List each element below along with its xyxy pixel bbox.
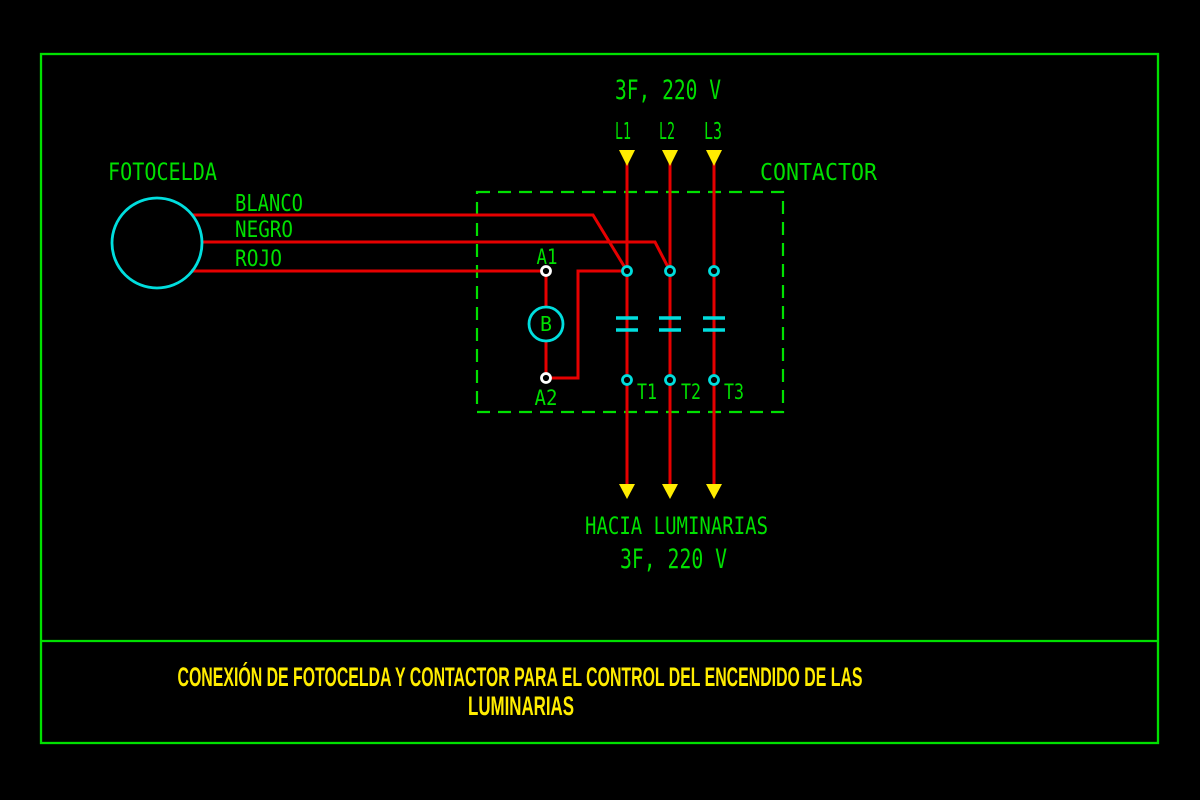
phase-label-l1: L1 bbox=[615, 119, 631, 145]
phase-label-l2: L2 bbox=[659, 119, 675, 145]
load-destination-label: HACIA LUMINARIAS bbox=[585, 512, 768, 540]
terminal-t3 bbox=[708, 374, 720, 386]
wire-label-blanco: BLANCO bbox=[235, 191, 303, 217]
supply-arrow-l1-icon bbox=[619, 150, 635, 166]
coil-label-b: B bbox=[540, 312, 552, 336]
load-arrow-t3-icon bbox=[706, 484, 722, 499]
wire-negro bbox=[202, 240, 672, 272]
load-terminal-label-t3: T3 bbox=[724, 380, 744, 404]
drawing-title-line1: CONEXIÓN DE FOTOCELDA Y CONTACTOR PARA E… bbox=[178, 661, 863, 692]
terminal-a2 bbox=[540, 372, 552, 384]
phase-label-l3: L3 bbox=[704, 119, 722, 145]
contactor-label: CONTACTOR bbox=[760, 160, 877, 186]
terminal-a1 bbox=[540, 265, 552, 277]
contactor-main-contacts bbox=[616, 316, 725, 332]
supply-voltage-label: 3F, 220 V bbox=[615, 75, 721, 106]
wire-blanco bbox=[192, 213, 629, 272]
photocell-label: FOTOCELDA bbox=[108, 158, 217, 186]
terminal-l3 bbox=[708, 265, 720, 277]
terminal-l2 bbox=[664, 265, 676, 277]
load-arrow-t1-icon bbox=[619, 484, 635, 499]
coil-terminal-label-a2: A2 bbox=[535, 386, 558, 410]
load-terminal-label-t1: T1 bbox=[637, 380, 657, 404]
supply-arrow-l2-icon bbox=[662, 150, 678, 166]
terminal-t1 bbox=[621, 374, 633, 386]
red-conductors bbox=[191, 162, 716, 485]
terminals bbox=[540, 265, 720, 386]
wire-label-negro: NEGRO bbox=[235, 218, 293, 243]
supply-arrow-l3-icon bbox=[706, 150, 722, 166]
contactor-enclosure-dashed-box bbox=[475, 190, 785, 414]
flow-arrows bbox=[619, 150, 722, 499]
load-terminal-label-t2: T2 bbox=[681, 380, 701, 404]
outer-border bbox=[39, 52, 1160, 745]
terminal-l1 bbox=[621, 265, 633, 277]
title-block: CONEXIÓN DE FOTOCELDA Y CONTACTOR PARA E… bbox=[178, 661, 863, 721]
coil-return-jumper bbox=[548, 269, 623, 380]
contactor-coil-circle bbox=[527, 305, 565, 343]
border-frame bbox=[39, 52, 1160, 745]
load-arrow-t2-icon bbox=[662, 484, 678, 499]
photocell-circle bbox=[110, 196, 204, 290]
terminal-t2 bbox=[664, 374, 676, 386]
load-voltage-label: 3F, 220 V bbox=[620, 544, 727, 575]
coil-terminal-label-a1: A1 bbox=[537, 245, 558, 269]
drawing-title-line2: LUMINARIAS bbox=[468, 691, 574, 721]
wire-label-rojo: ROJO bbox=[235, 247, 282, 272]
annotations: 3F, 220 V L1 L2 L3 FOTOCELDA CONTACTOR B… bbox=[108, 75, 877, 575]
